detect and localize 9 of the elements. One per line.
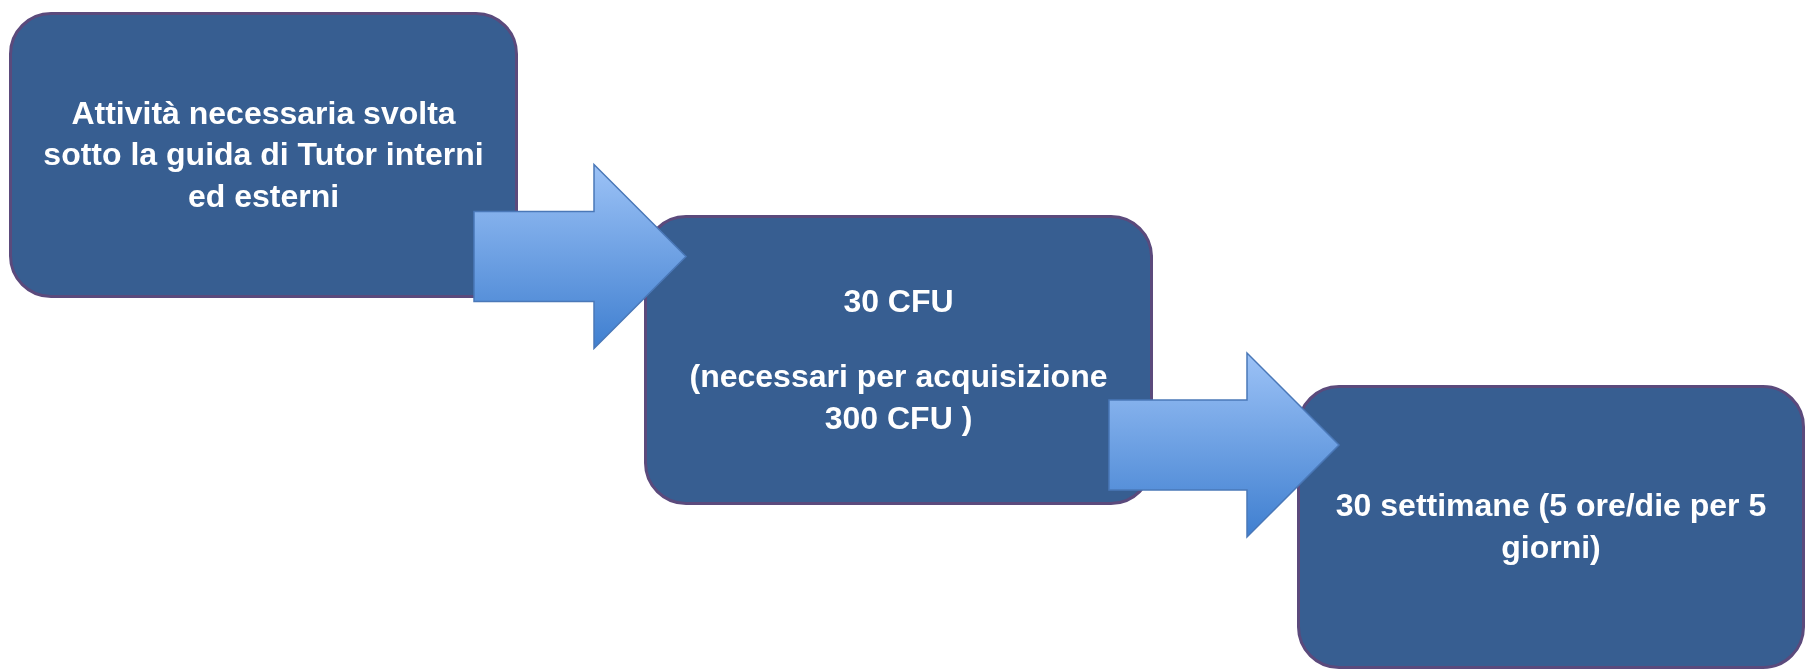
process-box <box>1297 385 1805 669</box>
process-box <box>644 215 1153 505</box>
box-heading: 30 CFU <box>843 281 954 321</box>
box-text: (necessari per acquisizione 300 CFU ) <box>688 357 1109 438</box>
block-arrow <box>473 162 688 351</box>
process-box <box>9 12 518 298</box>
block-arrow <box>1108 351 1341 539</box>
box-text: 30 settimane (5 ore/die per 5 giorni) <box>1334 486 1768 567</box>
box-text: Attività necessaria svolta sotto la guida di Tutor interni ed esterni <box>42 93 485 216</box>
